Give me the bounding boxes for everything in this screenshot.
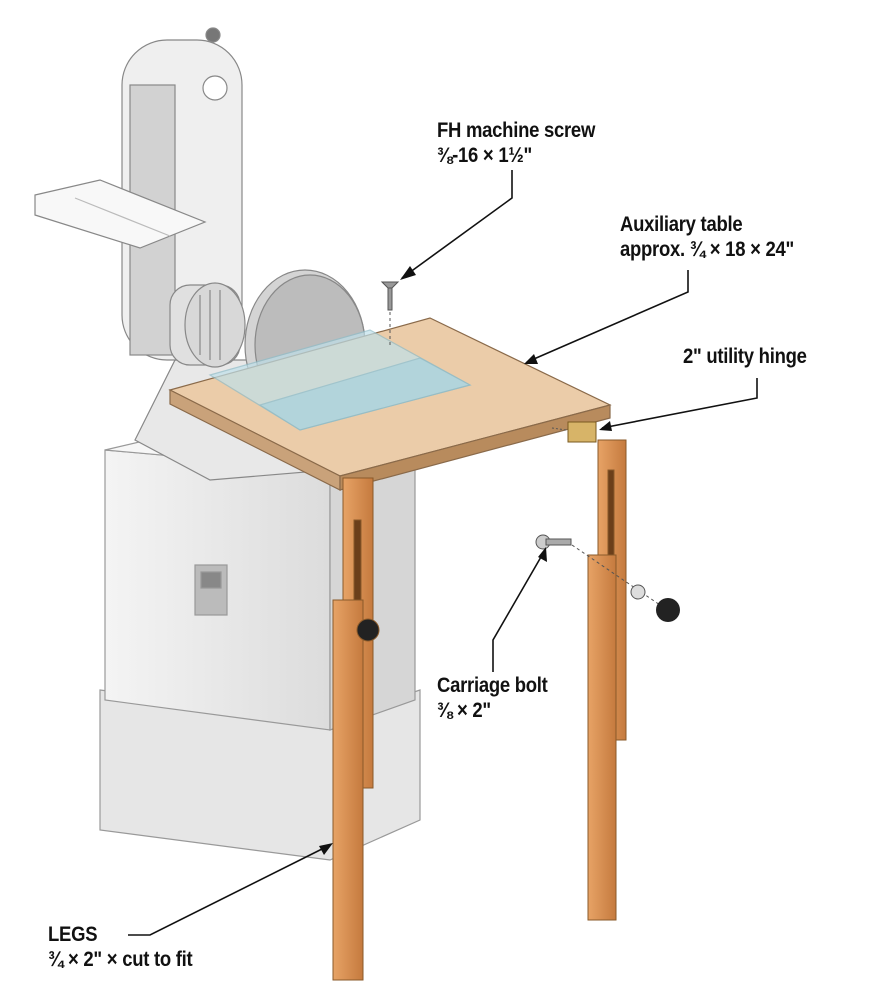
carriage-bolt-size: ⅜ × 2": [437, 699, 491, 722]
hinge-callout: 2" utility hinge: [683, 344, 807, 369]
carriage-bolt-callout: Carriage bolt ⅜ × 2": [437, 673, 548, 723]
legs-size: ¾ × 2" × cut to fit: [48, 948, 193, 971]
aux-table-title: Auxiliary table: [620, 213, 743, 236]
hinge-title: 2" utility hinge: [683, 345, 807, 368]
carriage-bolt: [535, 534, 680, 622]
auxiliary-table: [168, 317, 612, 491]
right-leg: [587, 439, 627, 921]
fh-screw-title: FH machine screw: [437, 119, 596, 142]
fh-screw-callout: FH machine screw ⅜-16 × 1½": [437, 118, 595, 168]
leader-arrowheads: [319, 266, 612, 855]
legs-title: LEGS: [48, 923, 98, 946]
left-leg: [332, 477, 380, 981]
aux-table-callout: Auxiliary table approx. ¾ × 18 × 24": [620, 212, 794, 262]
carriage-bolt-title: Carriage bolt: [437, 674, 548, 697]
motor: [184, 282, 246, 368]
fh-machine-screw: [380, 281, 400, 345]
leader-lines: [128, 170, 758, 936]
aux-table-size: approx. ¾ × 18 × 24": [620, 238, 795, 261]
utility-hinge: [551, 421, 597, 443]
fh-screw-size: ⅜-16 × 1½": [437, 144, 532, 167]
legs-callout: LEGS ¾ × 2" × cut to fit: [48, 922, 193, 972]
